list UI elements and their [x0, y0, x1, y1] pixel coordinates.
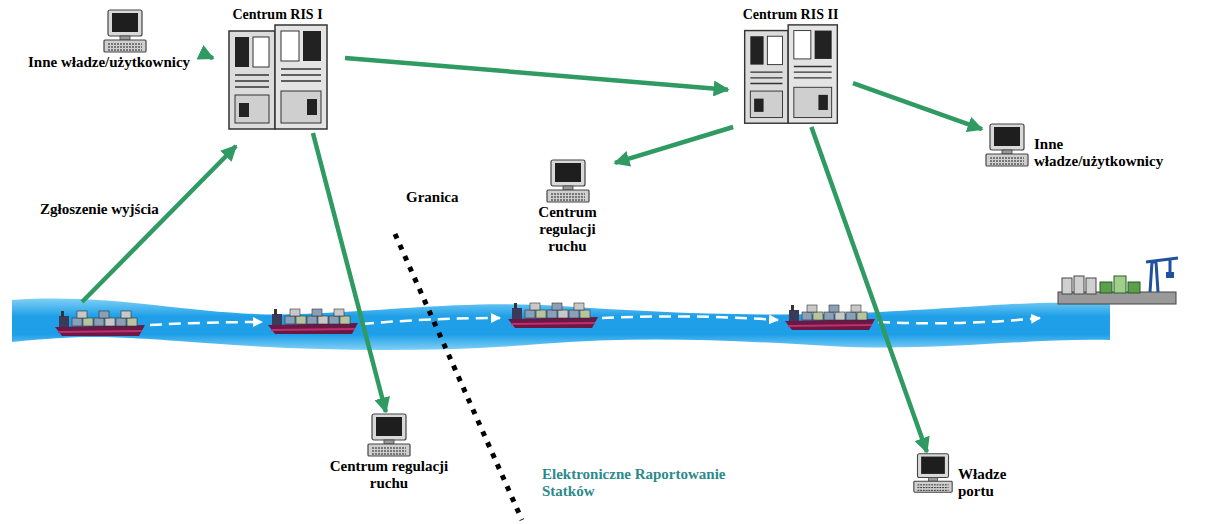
flow-arrow	[853, 83, 982, 129]
flow-arrow	[345, 58, 728, 90]
server-icon	[744, 25, 837, 123]
flow-arrow	[615, 127, 733, 163]
flow-arrow	[313, 133, 386, 412]
computer-icon	[543, 158, 593, 204]
node-label: Władze portu	[956, 452, 1018, 500]
node-label: Centrum RIS II	[728, 6, 853, 23]
computer-icon	[914, 454, 952, 492]
node-label: Inne władze/użytkownicy	[28, 54, 213, 71]
flow-arrow	[210, 57, 213, 58]
message-label: Zgłoszenie wyjścia	[38, 200, 161, 218]
river	[12, 298, 1110, 350]
port	[1058, 258, 1178, 304]
flow-arrow	[811, 127, 926, 452]
computer-icon	[547, 160, 589, 202]
system-label: Elektroniczne Raportowanie Statków	[540, 466, 775, 500]
port-computer: Władze portu	[910, 452, 1020, 500]
computer-icon	[986, 124, 1028, 166]
node-label: Centrum regulacji ruchu	[520, 204, 615, 255]
computer-icon	[104, 10, 146, 52]
computer-icon	[910, 452, 956, 494]
system-label: Elektroniczne Raportowanie Statków	[540, 466, 775, 500]
server-icon	[229, 25, 327, 129]
border-line	[395, 234, 522, 520]
message-label: Zgłoszenie wyjścia	[38, 201, 161, 218]
border-label: Granica	[404, 189, 461, 206]
computer-icon	[364, 412, 414, 458]
computer-icon	[100, 8, 150, 54]
computer-icon	[982, 122, 1032, 168]
user-computer: Inne władze/użytkownicy	[28, 8, 213, 71]
server-icon	[739, 23, 843, 127]
traffic-computer: Centrum regulacji ruchu	[520, 158, 615, 255]
traffic-computer: Centrum regulacji ruchu	[328, 412, 450, 492]
ship	[55, 311, 145, 336]
server-icon	[223, 23, 333, 133]
user-computer: Inne władze/użytkownicy	[982, 122, 1182, 170]
report-arrow	[82, 146, 236, 302]
node-label: Inne władze/użytkownicy	[1032, 122, 1179, 170]
ris-server: Centrum RIS I	[210, 6, 345, 133]
node-label: Centrum RIS I	[210, 6, 345, 23]
ship	[268, 309, 358, 334]
ris-server: Centrum RIS II	[728, 6, 853, 127]
border-label: Granica	[404, 188, 461, 206]
ship	[785, 305, 875, 330]
ship	[508, 303, 598, 328]
computer-icon	[368, 414, 410, 456]
node-label: Centrum regulacji ruchu	[328, 458, 450, 492]
